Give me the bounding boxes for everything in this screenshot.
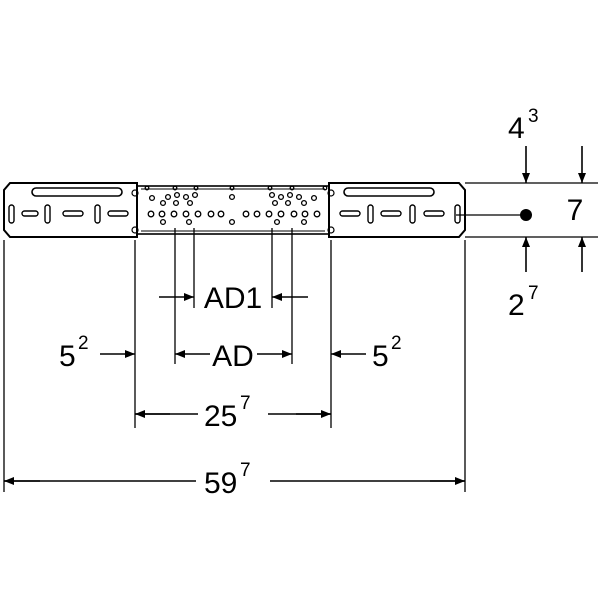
ad1-label: AD1 xyxy=(204,282,262,315)
right-offset-main: 5 xyxy=(372,340,389,373)
height-main: 7 xyxy=(567,194,584,227)
slot-right-long xyxy=(343,187,435,197)
ad-label: AD xyxy=(212,340,254,373)
mounting-rail xyxy=(3,182,466,238)
dimension-labels: 59 7 25 7 5 2 5 2 AD AD1 7 4 3 2 7 xyxy=(59,106,583,500)
bracket-length-sup: 7 xyxy=(240,393,251,414)
reference-point xyxy=(520,209,532,221)
bottom-offset-sup: 7 xyxy=(528,283,539,304)
right-offset-sup: 2 xyxy=(391,333,402,354)
dimension-lines xyxy=(4,146,586,485)
overall-width-main: 59 xyxy=(204,467,237,500)
top-offset-main: 4 xyxy=(508,112,525,145)
bracket-holes xyxy=(144,185,328,226)
bracket-length-main: 25 xyxy=(204,400,237,433)
extension-lines xyxy=(3,182,598,492)
left-wing-slots xyxy=(8,204,129,224)
slot-left-long xyxy=(31,187,123,197)
overall-width-sup: 7 xyxy=(240,460,251,481)
top-offset-sup: 3 xyxy=(528,106,539,127)
right-wing-slots xyxy=(339,204,461,224)
joint-holes xyxy=(131,189,335,234)
bottom-offset-main: 2 xyxy=(508,289,525,322)
left-offset-main: 5 xyxy=(59,340,76,373)
left-offset-sup: 2 xyxy=(78,333,89,354)
